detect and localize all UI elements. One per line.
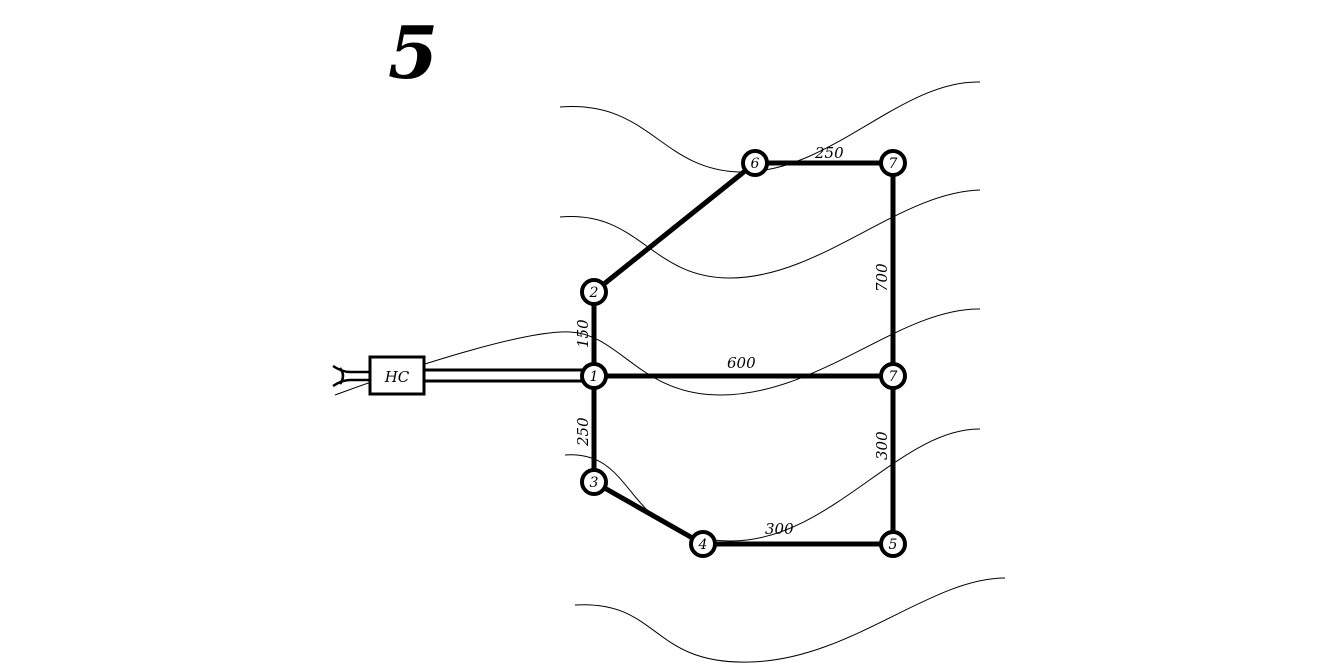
node-circle	[879, 530, 907, 558]
node-label: 7	[889, 156, 898, 172]
variant-label: 5	[388, 10, 438, 95]
node-circle	[580, 468, 608, 496]
length-label-1-3: 250	[574, 417, 592, 447]
network-pipes	[591, 160, 896, 547]
length-label-4-5: 300	[765, 520, 794, 538]
water-intake	[332, 364, 370, 388]
node-7b: 7	[879, 362, 907, 390]
length-label-7-5: 300	[873, 431, 891, 460]
node-circle	[580, 362, 608, 390]
node-3: 3	[580, 468, 608, 496]
node-circle	[689, 530, 717, 558]
node-2: 2	[580, 278, 608, 306]
node-circle	[741, 149, 769, 177]
length-label-7-7: 700	[873, 263, 891, 292]
length-label-1-2: 150	[574, 319, 592, 348]
node-label: 5	[889, 537, 898, 553]
length-label-1-7: 600	[727, 354, 756, 372]
node-circle	[879, 149, 907, 177]
node-label: 1	[590, 369, 599, 385]
node-4: 4	[689, 530, 717, 558]
node-label: 3	[590, 475, 599, 491]
contour-line-2	[559, 189, 981, 279]
node-label: 6	[751, 156, 760, 172]
pump-station-label: НС	[384, 368, 410, 386]
contour-line-1	[559, 81, 981, 173]
node-5: 5	[879, 530, 907, 558]
pump-station: НС	[368, 355, 426, 396]
main-pipeline	[424, 368, 582, 383]
contour-line-5	[574, 577, 1006, 663]
node-label: 7	[889, 369, 898, 385]
node-1: 1	[580, 362, 608, 390]
contour-line-3	[334, 308, 981, 396]
length-label-6-7: 250	[814, 144, 844, 162]
length-labels: 150 250 600 250 700 300 300	[574, 144, 891, 538]
pipe-3-4	[591, 479, 706, 547]
node-circle	[879, 362, 907, 390]
node-7a: 7	[879, 149, 907, 177]
network-nodes: 1 2 3 4 5 6 7 7	[580, 149, 907, 558]
pump-station-box	[368, 355, 426, 396]
node-circle	[580, 278, 608, 306]
node-label: 4	[698, 537, 708, 553]
contour-line-4	[564, 428, 981, 542]
node-label: 2	[589, 285, 599, 301]
node-6: 6	[741, 149, 769, 177]
pipe-2-6	[591, 160, 758, 295]
